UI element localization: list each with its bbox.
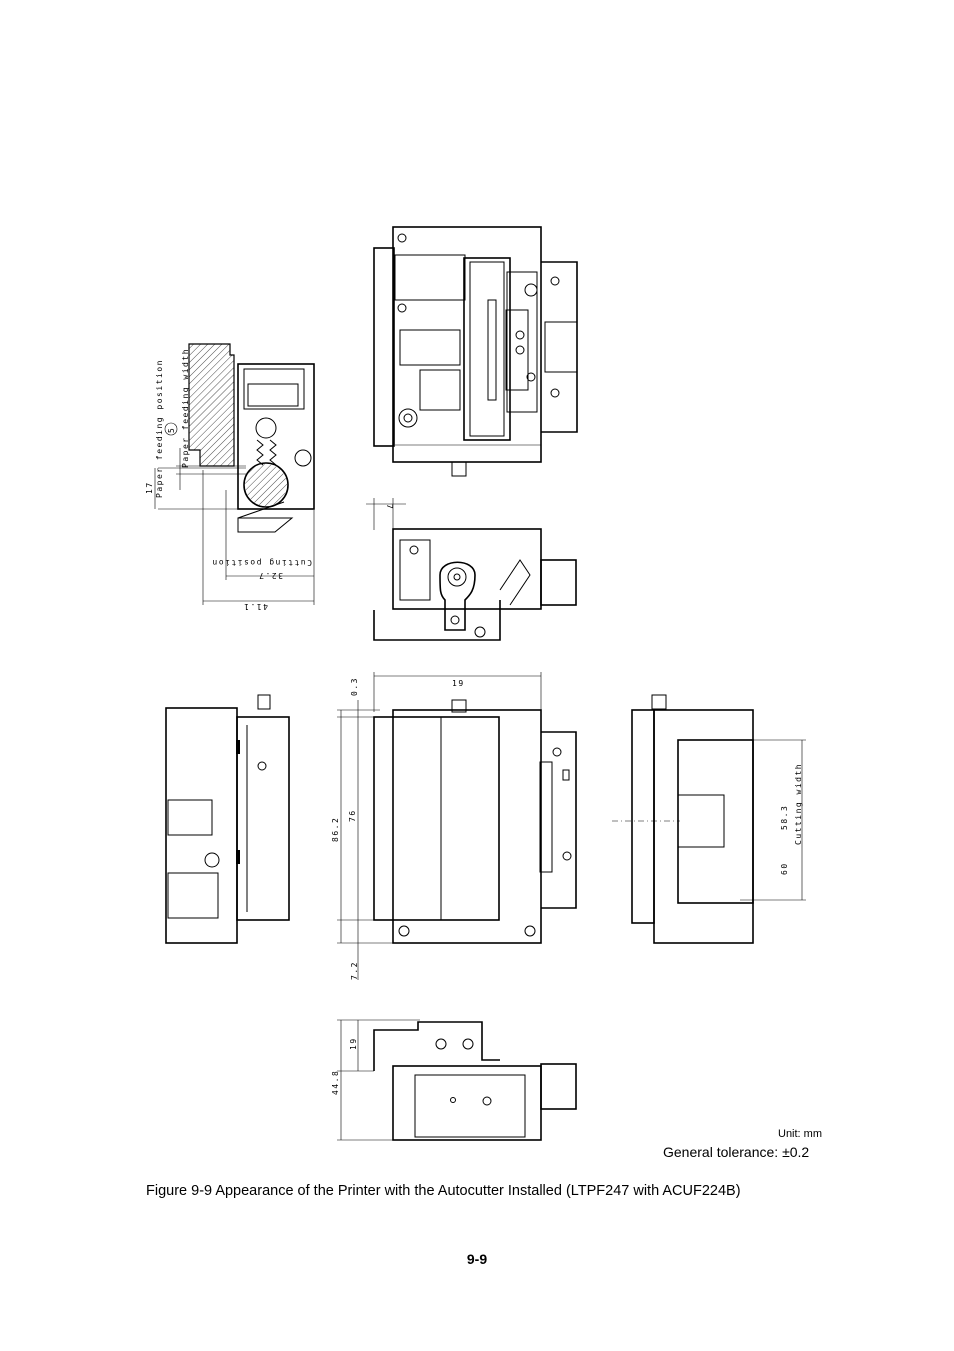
figure-caption: Figure 9-9 Appearance of the Printer wit… <box>146 1183 741 1199</box>
cutting-position-value: 32.7 <box>258 571 283 580</box>
side-section-view: Paper feeding position Paper feeding wid… <box>145 343 315 611</box>
bottom-view: 19 44.8 <box>331 1019 577 1141</box>
cutting-width-value: 58.3 <box>780 805 789 830</box>
overall-depth-value: 41.1 <box>243 602 268 611</box>
feed-position-value: 17 <box>145 481 154 494</box>
paper-feeding-position-label: Paper feeding position <box>155 359 164 498</box>
feed-width-value: 5 <box>167 427 176 433</box>
cutting-width-label: Cutting width <box>794 763 803 845</box>
page-number: 9-9 <box>466 1251 488 1267</box>
top-view <box>373 226 578 477</box>
cutting-position-label: Cutting position <box>211 558 312 567</box>
right-view: Cutting width 58.3 60 <box>612 694 806 944</box>
front-view: 19 0.3 86.2 76 7.2 <box>331 672 577 980</box>
width-value: 19 <box>452 679 465 688</box>
bottom-view-total-value: 44.8 <box>331 1070 340 1095</box>
cam-view: 7 <box>366 498 577 641</box>
paper-feeding-width-label: Paper feeding width <box>181 348 190 468</box>
bottom-gap-value: 7.2 <box>350 961 359 980</box>
paper-width-value: 60 <box>780 862 789 875</box>
unit-label: Unit: mm <box>778 1128 822 1140</box>
height-total-value: 86.2 <box>331 817 340 842</box>
tolerance-label: General tolerance: ±0.2 <box>663 1144 810 1160</box>
left-view <box>165 694 290 944</box>
cutter-offset-value: 7 <box>385 504 394 510</box>
bottom-view-offset-value: 19 <box>349 1037 358 1050</box>
top-gap-value: 0.3 <box>350 677 359 696</box>
height-value: 76 <box>348 809 357 822</box>
